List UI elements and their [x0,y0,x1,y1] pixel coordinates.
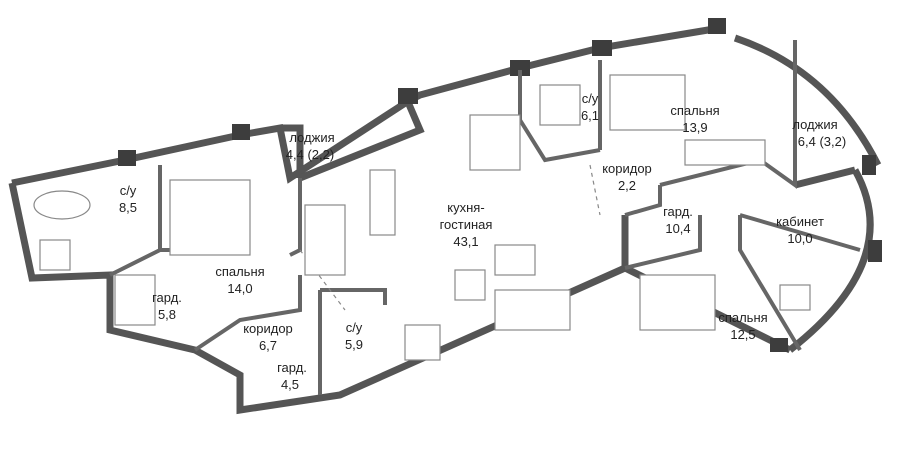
room-bedroom3: спальня 12,5 [718,310,767,342]
room-label: кабинет [776,214,824,229]
zone-boundary [589,164,601,216]
plan-shape [659,40,797,189]
room-label: 6,7 [259,338,277,353]
plan-shape [624,215,702,270]
room-wardrobe1: гард. 5,8 [152,290,182,322]
room-kitchen-living: кухня-гостиная 43,1 [440,200,493,249]
room-wardrobe3: гард. 10,4 [663,204,693,236]
room-label: кухня- [447,200,484,215]
room-study: кабинет 10,0 [776,214,824,246]
plan-shape [320,288,387,305]
plan-shape [624,185,662,217]
desk [779,284,811,311]
room-label: 43,1 [453,234,478,249]
room-label: 13,9 [682,120,707,135]
plan-shape [794,166,856,189]
shower [39,239,71,271]
wardrobe [114,274,156,326]
room-label: гард. [663,204,693,219]
plan-shape [193,275,302,352]
plan-shape [118,150,136,166]
tv-table [494,244,536,276]
plan-shape [510,60,530,76]
plan-shape [862,155,876,175]
shower [539,84,581,126]
plan-shape [280,124,304,178]
kitchen-counter [304,204,346,276]
room-label: с/у [346,320,363,335]
room-label: 2,2 [618,178,636,193]
room-label: спальня [215,264,264,279]
room-label: 14,0 [227,281,252,296]
room-label: лоджия [792,117,837,132]
furniture [33,74,811,361]
room-label: с/у [120,183,137,198]
plan-shape [518,70,601,163]
plan-shape [738,215,802,352]
bed [169,179,251,256]
room-wardrobe2: гард. 4,5 [277,360,307,392]
room-label: спальня [718,310,767,325]
dining-table [469,114,521,171]
room-label: гостиная [440,217,493,232]
kitchen-island [369,169,396,236]
room-label: 8,5 [119,200,137,215]
room-label: коридор [602,161,652,176]
shower [404,324,441,361]
room-bath1: с/у 8,5 [119,183,137,215]
room-label: 10,4 [665,221,690,236]
room-label: с/у [582,91,599,106]
plan-shape [787,168,874,353]
bathtub [33,190,91,220]
room-bath3: с/у 6,1 [581,91,599,123]
plan-shape [592,40,612,56]
room-label: спальня [670,103,719,118]
room-loggia1: лоджия 4,4 (2,2) [286,130,335,162]
plan-shape [232,124,250,140]
room-label: гард. [152,290,182,305]
room-corridor2: коридор 2,2 [602,161,652,193]
room-bedroom1: спальня 14,0 [215,264,264,296]
plan-shape [770,338,788,352]
room-bedroom2: спальня 13,9 [670,103,719,135]
room-label: 4,5 [281,377,299,392]
pillars [118,18,882,352]
plan-shape [298,93,425,182]
room-label: 5,9 [345,337,363,352]
room-label: 5,8 [158,307,176,322]
plan-shape [868,240,882,262]
sofa [494,289,571,331]
room-label: гард. [277,360,307,375]
room-label: 6,1 [581,108,599,123]
armchair [454,269,486,301]
room-label: коридор [243,321,293,336]
plan-shape [109,165,162,277]
room-label: 12,5 [730,327,755,342]
bed [639,274,716,331]
room-label: 6,4 (3,2) [798,134,846,149]
room-label: 4,4 (2,2) [286,147,334,162]
room-labels: с/у 8,5 лоджия 4,4 (2,2) спальня 14,0 гард.… [119,91,846,392]
bed [609,74,686,131]
plan-shape [11,24,721,187]
room-label: 10,0 [787,231,812,246]
plan-shape [398,88,418,104]
wardrobe [684,139,766,166]
plan-shape [733,34,882,167]
room-label: лоджия [289,130,334,145]
room-loggia2: лоджия 6,4 (3,2) [792,117,846,149]
room-bath2: с/у 5,9 [345,320,363,352]
room-corridor1: коридор 6,7 [243,321,293,353]
plan-shape [708,18,726,34]
plan-shape [289,178,302,257]
plan-shape [739,213,861,252]
